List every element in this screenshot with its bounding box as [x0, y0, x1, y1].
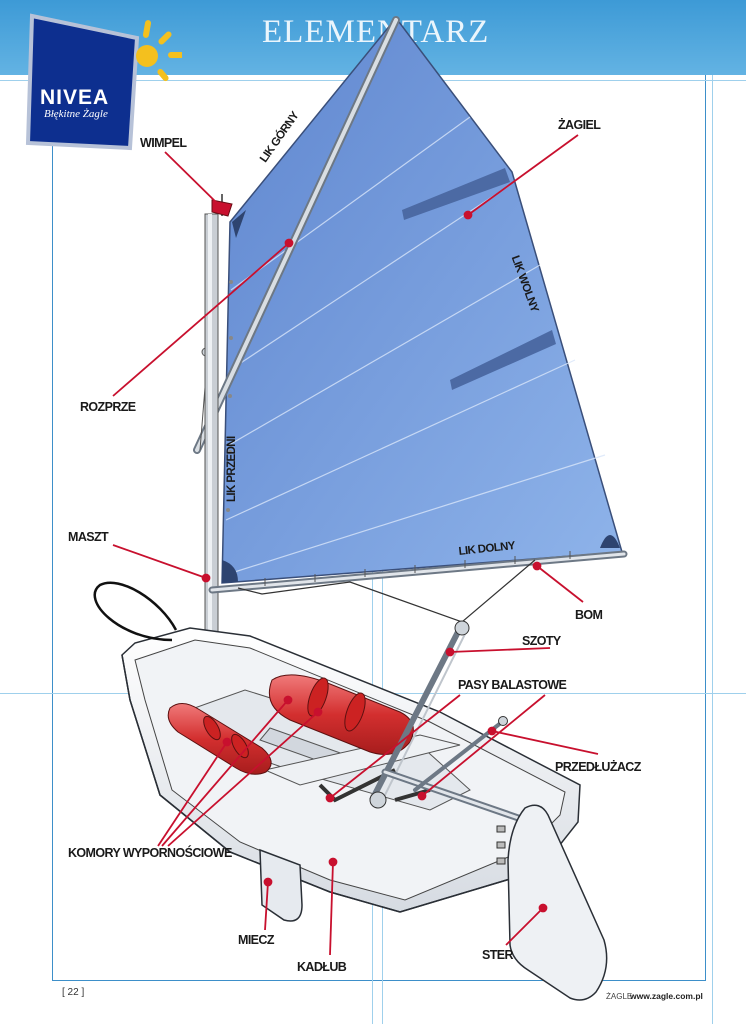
page-number: [ 22 ]: [62, 987, 85, 998]
sail-corner: [232, 210, 246, 238]
pointer-lines: [112, 134, 599, 956]
page-frame: [52, 75, 706, 981]
footer-url[interactable]: www.zagle.com.pl: [630, 991, 703, 1001]
label-lik-przedni: LIK PRZEDNI: [226, 436, 238, 502]
label-komory: KOMORY WYPORNOŚCIOWE: [68, 846, 232, 860]
tiller-extension: [413, 720, 504, 792]
label-pasy-balastowe: PASY BALASTOWE: [458, 678, 567, 692]
mast-ties: [226, 280, 233, 512]
daggerboard: [259, 848, 303, 922]
sheet-line: [237, 559, 536, 623]
sail-corner: [600, 535, 620, 548]
painter-rope: [93, 581, 178, 642]
label-miecz: MIECZ: [238, 933, 274, 947]
sail-seams: [224, 116, 606, 576]
label-szoty: SZOTY: [522, 634, 561, 648]
label-wimpel: WIMPEL: [140, 136, 187, 150]
label-bom: BOM: [575, 608, 603, 622]
rudder: [507, 804, 608, 1001]
label-maszt: MASZT: [68, 530, 109, 544]
logo-tagline: Błękitne Żagle: [44, 108, 108, 120]
label-kadlub: KADŁUB: [297, 960, 347, 974]
logo-brand: NIVEA: [40, 86, 110, 109]
label-przedluzacz: PRZEDŁUŻACZ: [555, 760, 641, 774]
label-rozprze: ROZPRZE: [80, 400, 136, 414]
sail-batten: [450, 330, 556, 390]
label-zagiel: ŻAGIEL: [558, 118, 601, 132]
sail-batten: [402, 168, 510, 220]
sail: [221, 16, 623, 584]
label-ster: STER: [482, 948, 514, 962]
nivea-logo: [25, 13, 182, 151]
footer-brand: ŻAGLE: [606, 992, 633, 1001]
sail-corner: [222, 560, 238, 583]
guide-line: [712, 75, 713, 1024]
